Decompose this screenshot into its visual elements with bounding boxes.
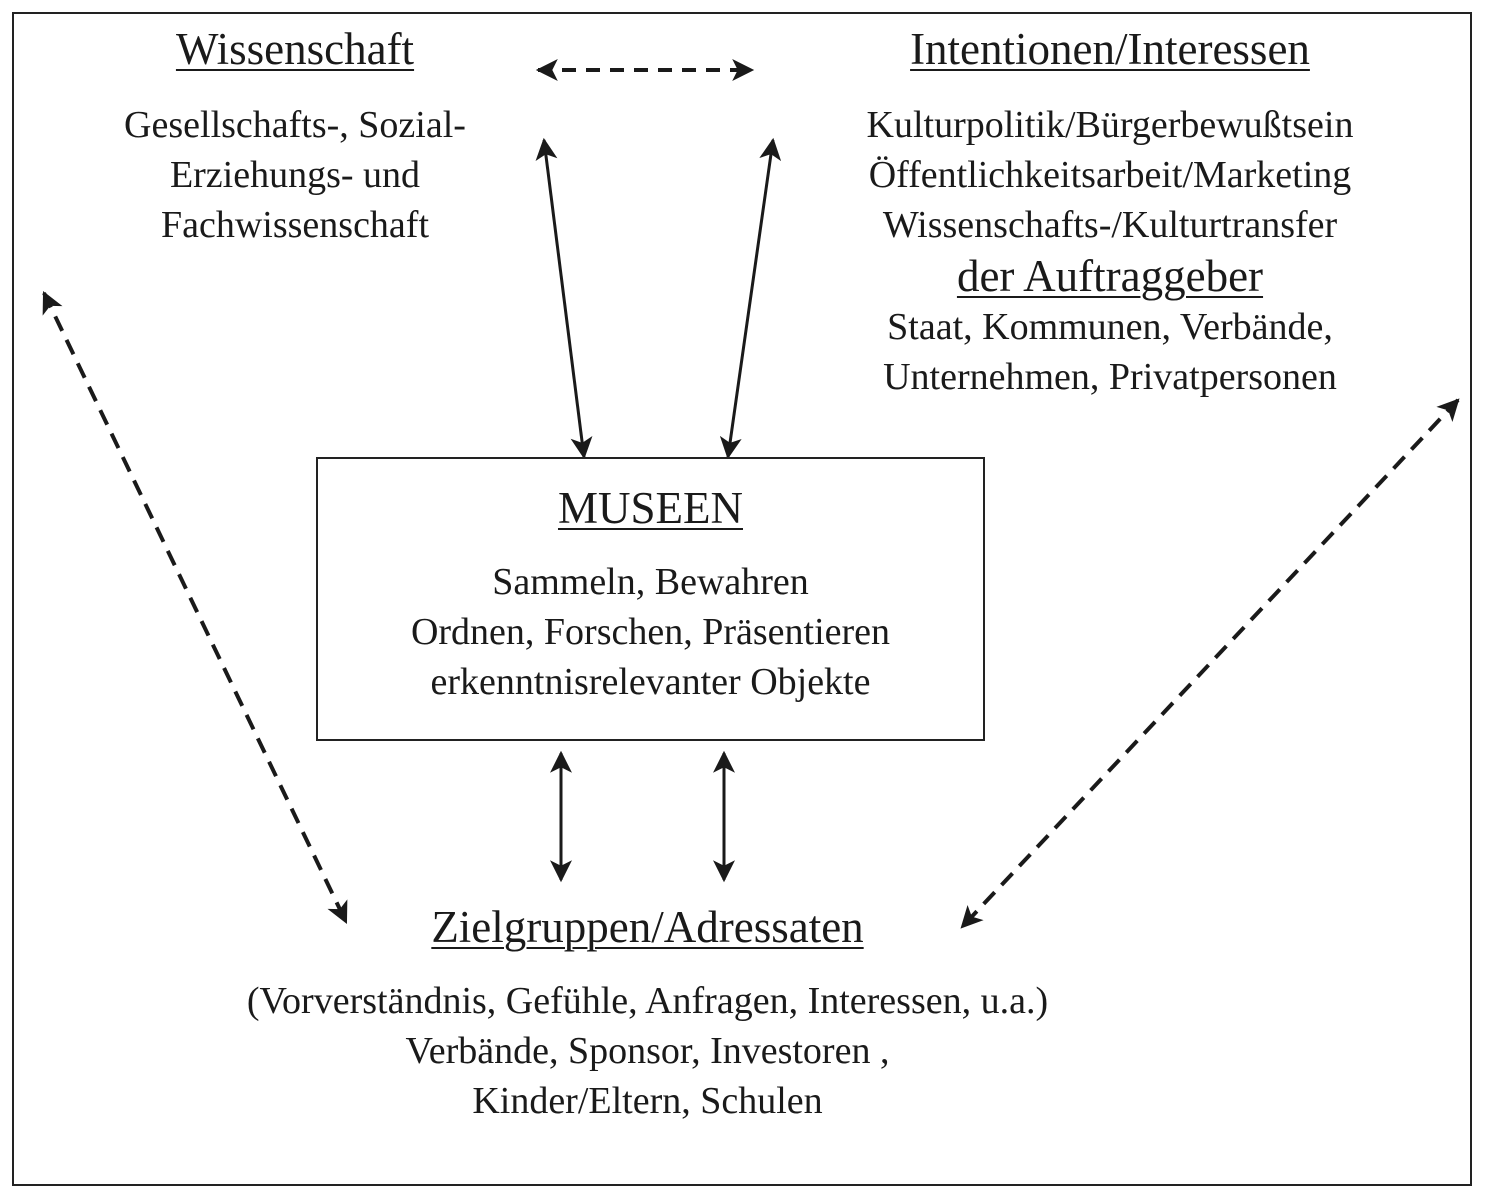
clients-line: Unternehmen, Privatpersonen [883,355,1337,398]
museums-line: Sammeln, Bewahren [492,560,809,603]
arrow-science-museums [535,137,593,460]
museums-block: MUSEEN Sammeln, Bewahren Ordnen, Forsche… [318,483,983,707]
interests-line: Öffentlichkeitsarbeit/Marketing [868,153,1352,196]
science-line: Gesellschafts-, Sozial- [124,103,466,146]
arrow-interests-audience [960,398,1460,929]
museums-line: Ordnen, Forschen, Präsentieren [410,610,891,653]
interests-heading: Intentionen/Interessen [910,24,1310,74]
diagram-frame [12,12,1472,1186]
audience-line: Verbände, Sponsor, Investoren , [405,1029,890,1072]
museums-box: MUSEEN Sammeln, Bewahren Ordnen, Forsche… [316,457,985,741]
audience-line: Kinder/Eltern, Schulen [472,1079,823,1122]
museums-line: erkenntnisrelevanter Objekte [430,660,871,703]
museums-heading: MUSEEN [557,483,743,533]
clients-heading: der Auftraggeber [956,250,1264,301]
arrow-science-audience [42,291,348,924]
audience-line: (Vorverständnis, Gefühle, Anfragen, Inte… [246,979,1049,1022]
interests-line: Wissenschafts-/Kulturtransfer [882,203,1338,246]
science-block: Wissenschaft Gesellschafts-, Sozial- Erz… [60,24,530,250]
interests-block: Intentionen/Interessen Kulturpolitik/Bür… [790,24,1430,402]
science-heading: Wissenschaft [175,24,415,74]
science-line: Fachwissenschaft [160,203,430,246]
audience-block: Zielgruppen/Adressaten (Vorverständnis, … [100,902,1195,1126]
arrow-interests-museums [719,137,782,460]
interests-line: Kulturpolitik/Bürgerbewußtsein [866,103,1354,146]
science-line: Erziehungs- und [169,153,421,196]
audience-heading: Zielgruppen/Adressaten [431,902,864,952]
clients-line: Staat, Kommunen, Verbände, [887,305,1333,348]
